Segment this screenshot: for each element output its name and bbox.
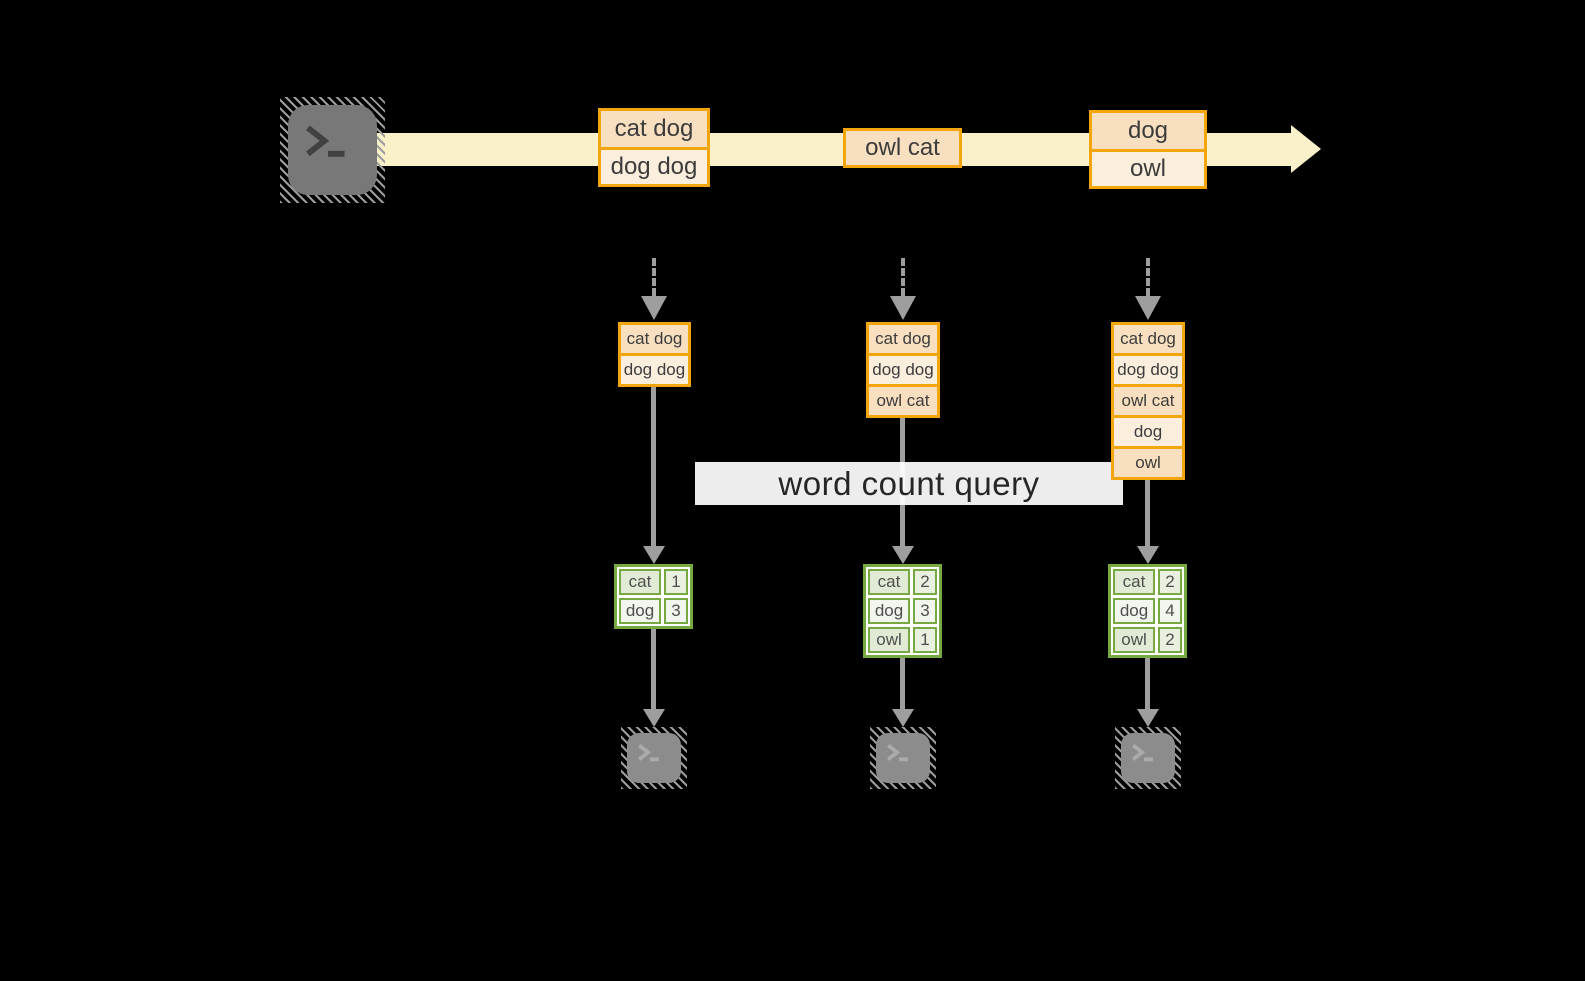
down-arrow [1145, 480, 1150, 546]
stream-event-row: dog dog [601, 147, 707, 184]
down-arrowhead-icon [643, 546, 665, 564]
down-arrow [651, 629, 656, 709]
table-cell-word: dog [1113, 598, 1155, 624]
sink-terminal-icon [1115, 727, 1181, 789]
down-arrowhead-icon [643, 709, 665, 727]
table-cell-count: 1 [664, 569, 688, 595]
table-cell-count: 2 [1158, 627, 1182, 653]
stream-event-row: owl [1092, 149, 1204, 186]
table-cell-word: dog [868, 598, 910, 624]
terminal-body [876, 733, 930, 783]
state-row: dog dog [1114, 353, 1182, 384]
state-box: cat dog dog dog [618, 322, 691, 387]
down-arrowhead-icon [1137, 546, 1159, 564]
table-cell-word: cat [1113, 569, 1155, 595]
stream-event-box: dog owl [1089, 110, 1207, 189]
table-cell-count: 2 [1158, 569, 1182, 595]
prompt-glyph-icon [887, 743, 908, 762]
stream-event-row: owl cat [846, 131, 959, 165]
table-cell-count: 3 [913, 598, 937, 624]
sink-terminal-icon [621, 727, 687, 789]
stream-event-row: dog [1092, 113, 1204, 149]
terminal-icon [280, 97, 385, 203]
down-arrowhead-icon [892, 709, 914, 727]
state-row: owl cat [869, 384, 937, 415]
wordcount-table: cat 2 dog 4 owl 2 [1108, 564, 1187, 658]
table-cell-word: cat [619, 569, 661, 595]
state-row: cat dog [621, 325, 688, 353]
dashed-down-arrowhead-icon [1135, 296, 1161, 320]
table-cell-count: 1 [913, 627, 937, 653]
state-row: dog dog [869, 353, 937, 384]
state-box: cat dog dog dog owl cat [866, 322, 940, 418]
query-label: word count query [695, 462, 1123, 505]
table-cell-count: 4 [1158, 598, 1182, 624]
terminal-body [288, 105, 377, 195]
sink-terminal-icon [870, 727, 936, 789]
dashed-down-arrow [652, 258, 656, 296]
wordcount-table: cat 2 dog 3 owl 1 [863, 564, 942, 658]
stream-event-box: cat dog dog dog [598, 108, 710, 187]
table-cell-count: 2 [913, 569, 937, 595]
down-arrowhead-icon [1137, 709, 1159, 727]
state-row: owl [1114, 446, 1182, 477]
state-row: dog [1114, 415, 1182, 446]
down-arrow [651, 387, 656, 546]
state-row: cat dog [869, 325, 937, 353]
state-row: dog dog [621, 353, 688, 384]
table-cell-word: dog [619, 598, 661, 624]
table-cell-count: 3 [664, 598, 688, 624]
prompt-glyph-icon [638, 743, 659, 762]
prompt-glyph-icon [306, 125, 345, 157]
state-row: owl cat [1114, 384, 1182, 415]
state-row: cat dog [1114, 325, 1182, 353]
down-arrow [900, 658, 905, 709]
state-box: cat dog dog dog owl cat dog owl [1111, 322, 1185, 480]
dashed-down-arrowhead-icon [641, 296, 667, 320]
table-cell-word: owl [868, 627, 910, 653]
wordcount-table: cat 1 dog 3 [614, 564, 693, 629]
down-arrow [1145, 658, 1150, 709]
stream-event-box: owl cat [843, 128, 962, 168]
dashed-down-arrow [901, 258, 905, 296]
terminal-body [1121, 733, 1175, 783]
table-cell-word: owl [1113, 627, 1155, 653]
terminal-body [627, 733, 681, 783]
stream-event-row: cat dog [601, 111, 707, 147]
table-cell-word: cat [868, 569, 910, 595]
dashed-down-arrowhead-icon [890, 296, 916, 320]
stream-arrowhead-icon [1291, 125, 1321, 173]
dashed-down-arrow [1146, 258, 1150, 296]
prompt-glyph-icon [1132, 743, 1153, 762]
down-arrowhead-icon [892, 546, 914, 564]
